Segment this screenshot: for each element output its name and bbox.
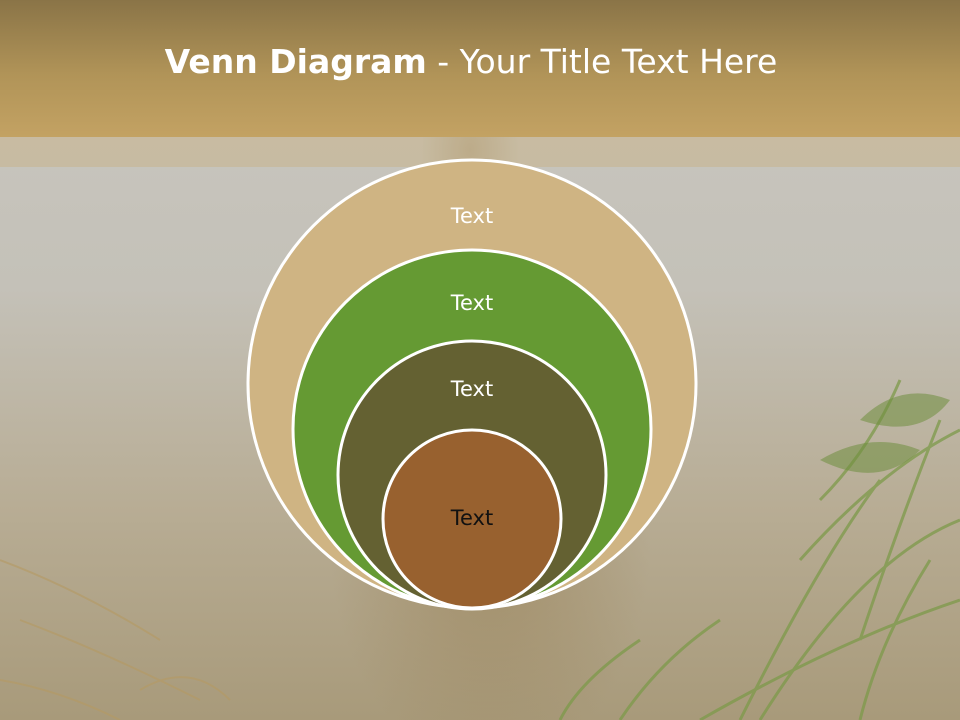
title-bold: Venn Diagram	[164, 42, 427, 81]
venn-label-4: Text	[450, 506, 494, 530]
venn-label-1: Text	[450, 204, 494, 228]
title-bar	[0, 0, 960, 137]
venn-circle-4	[381, 428, 563, 610]
title-rest: - Your Title Text Here	[426, 42, 778, 81]
venn-label-3: Text	[450, 377, 494, 401]
venn-label-2: Text	[450, 291, 494, 315]
slide-title: Venn Diagram - Your Title Text Here	[0, 40, 942, 84]
